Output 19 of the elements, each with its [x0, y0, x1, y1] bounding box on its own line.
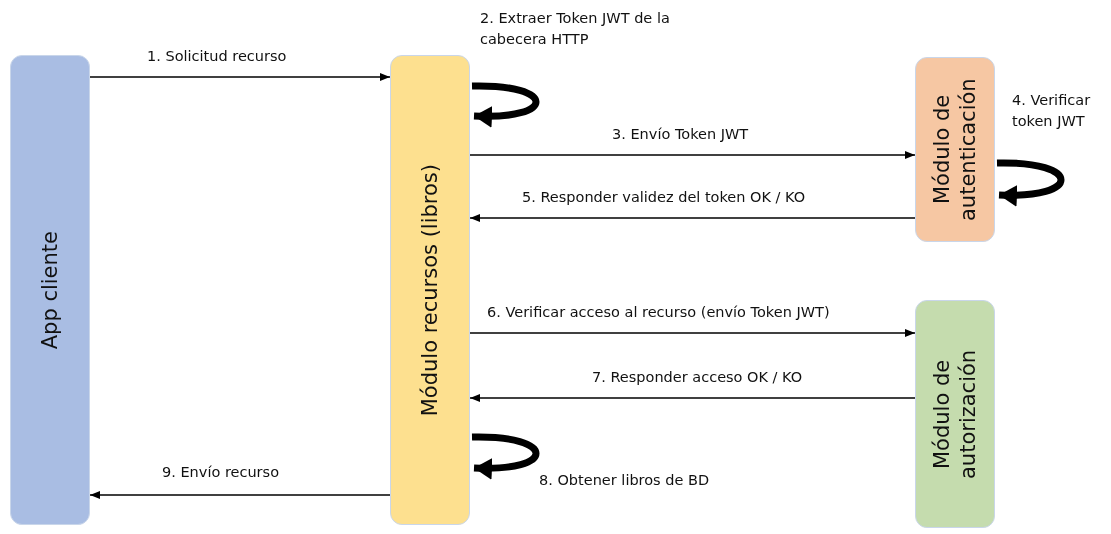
arrow	[89, 491, 391, 499]
lifeline-bar	[915, 57, 995, 242]
arrow	[89, 73, 391, 81]
self-loop-arrow	[996, 159, 1065, 207]
edge-label: 6. Verificar acceso al recurso (envío Token JWT)	[485, 302, 832, 323]
lifeline-bar	[10, 55, 90, 525]
lifeline-bar	[915, 300, 995, 528]
lifeline-title: App cliente	[36, 230, 63, 350]
arrow	[469, 329, 916, 337]
self-loop-arrow	[471, 82, 540, 128]
lifeline-bar	[390, 55, 470, 525]
lifeline-title: Módulo de autorización	[928, 348, 981, 481]
lifeline-title: Módulo de autenticación	[928, 77, 981, 223]
arrow	[469, 214, 916, 222]
lifeline-title: Módulo recursos (libros)	[416, 163, 443, 417]
arrow	[469, 151, 916, 159]
self-loop-arrow	[471, 433, 540, 480]
edge-label: 3. Envío Token JWT	[610, 124, 751, 145]
arrow	[469, 394, 916, 402]
